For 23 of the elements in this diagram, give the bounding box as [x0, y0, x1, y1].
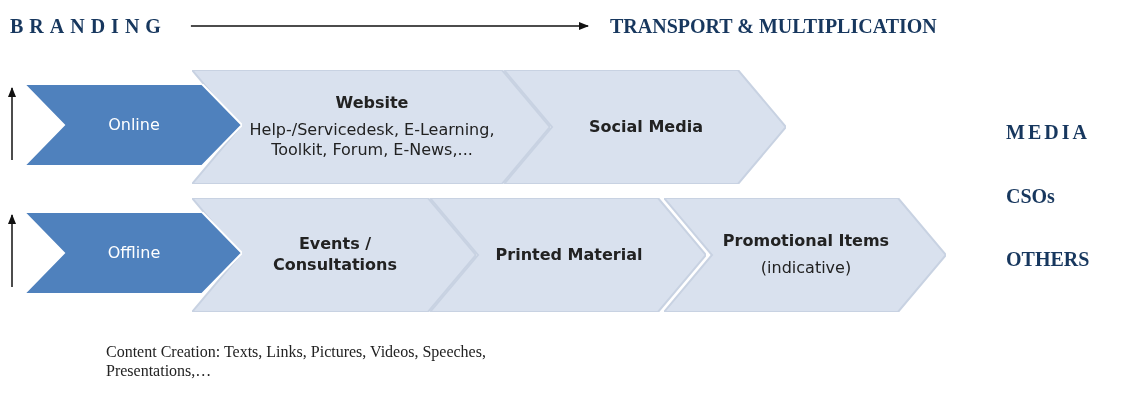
- arrow: [190, 22, 589, 30]
- step-label: Printed Material: [495, 244, 643, 266]
- heading-text: BRANDING: [10, 14, 167, 38]
- process-step: [24, 212, 242, 294]
- step-description: (indicative): [760, 258, 852, 279]
- step-description: Help-/Servicedesk, E-Learning, Toolkit, Forum, E-News,...: [248, 119, 496, 162]
- note-text: Content Creation: Texts, Links, Pictures, Videos, Speeches, Presentations,…: [106, 342, 487, 381]
- step-label: Events / Consultations: [272, 234, 398, 276]
- process-step: [24, 84, 242, 166]
- process-step: [192, 70, 550, 184]
- category-label: MEDIA: [1006, 120, 1090, 144]
- step-label: Online: [108, 114, 160, 136]
- category-label: OTHERS: [1006, 247, 1090, 271]
- step-heading: Website: [335, 92, 409, 114]
- process-step: [430, 198, 706, 312]
- process-step: [664, 198, 946, 312]
- heading-text: TRANSPORT & MULTIPLICATION: [610, 14, 937, 38]
- process-step: [192, 198, 476, 312]
- process-step: [504, 70, 786, 184]
- step-label: Social Media: [589, 116, 703, 138]
- step-heading: Promotional Items: [722, 231, 890, 252]
- step-label: Offline: [107, 242, 161, 264]
- category-label: CSOs: [1006, 184, 1055, 208]
